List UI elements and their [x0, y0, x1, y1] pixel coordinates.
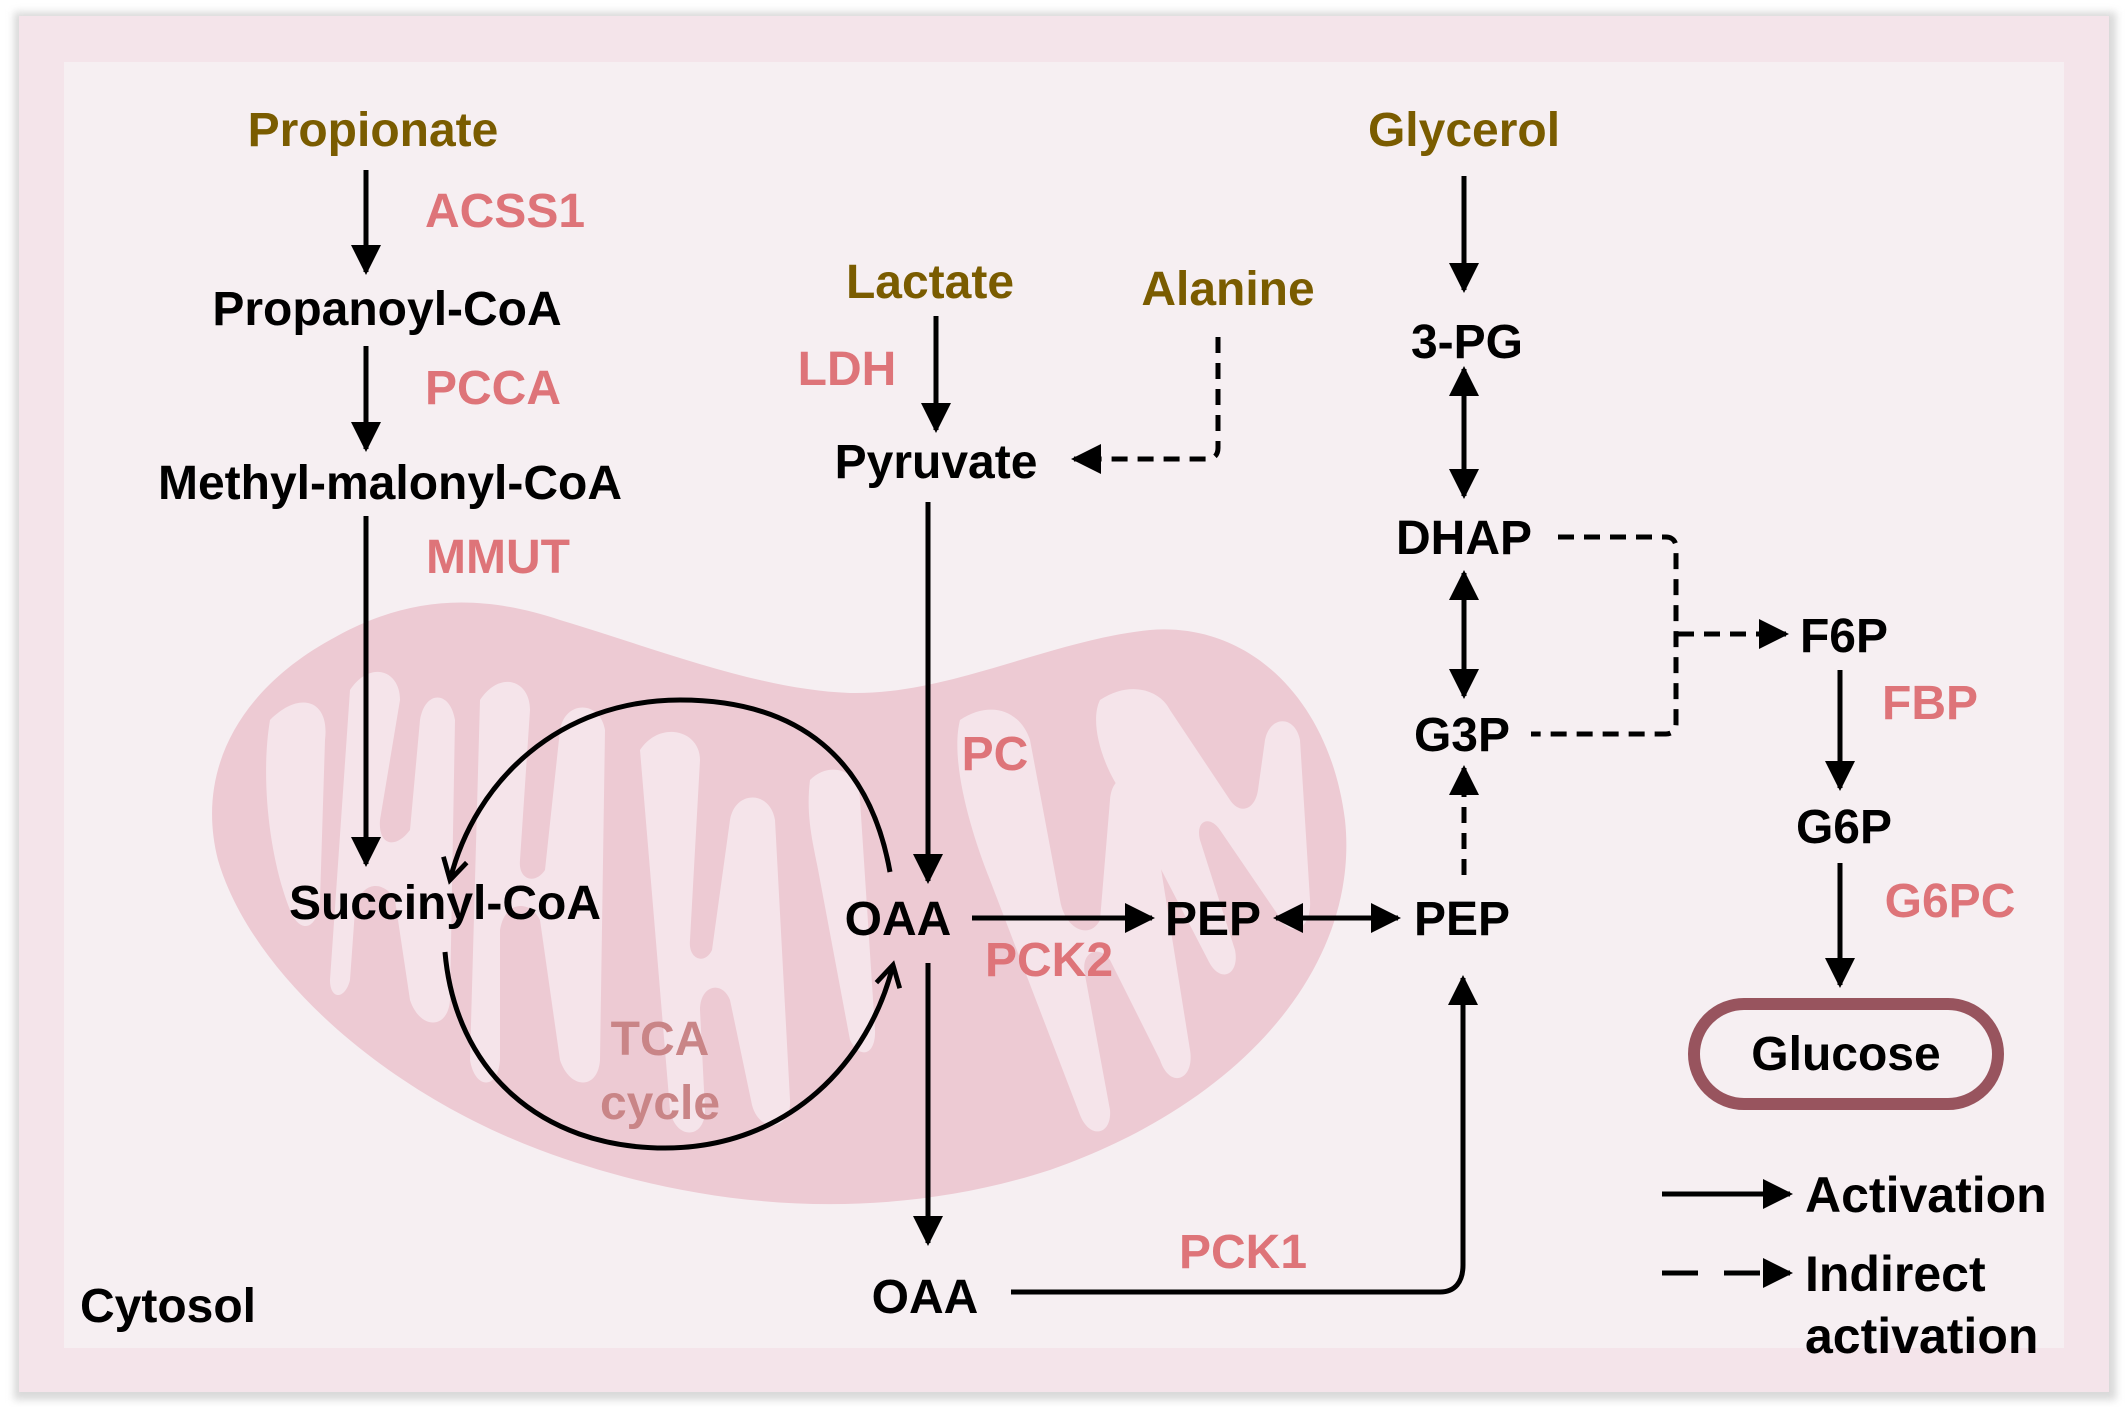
- metabolite-methylmalonyl-coa: Methyl-malonyl-CoA: [158, 457, 622, 510]
- legend: Activation Indirect activation: [1662, 1167, 2047, 1364]
- enzyme-pck2: PCK2: [985, 934, 1113, 987]
- crista: [1096, 689, 1311, 975]
- substrate-propionate: Propionate: [248, 104, 499, 157]
- tca-cycle-arrows: [441, 697, 903, 1151]
- tca-arrow-to-oaa: [442, 951, 903, 1151]
- bracket-dhap-g3p: [1531, 534, 1679, 737]
- metabolite-dhap: DHAP: [1396, 512, 1532, 565]
- tca-cycle-label-line2: cycle: [600, 1077, 720, 1130]
- glucose-container: [1688, 998, 2004, 1110]
- metabolite-f6p: F6P: [1800, 610, 1888, 663]
- metabolite-3pg: 3-PG: [1411, 316, 1523, 369]
- metabolite-pep-mitochondrial: PEP: [1165, 893, 1261, 946]
- legend-activation-label: Activation: [1805, 1167, 2047, 1223]
- metabolite-succinyl-coa: Succinyl-CoA: [289, 877, 601, 930]
- mitochondrion: [212, 602, 1347, 1205]
- crista: [808, 769, 876, 1053]
- crista: [330, 671, 455, 1023]
- metabolite-g3p: G3P: [1414, 709, 1510, 762]
- enzyme-fbp: FBP: [1882, 677, 1978, 730]
- crista: [640, 731, 791, 1133]
- tca-arrow-to-succinyl-coa: [441, 697, 893, 885]
- metabolite-pyruvate: Pyruvate: [835, 436, 1038, 489]
- enzyme-pck1: PCK1: [1179, 1226, 1307, 1279]
- cytosol-label: Cytosol: [80, 1280, 256, 1333]
- metabolite-glucose: Glucose: [1751, 1028, 1940, 1081]
- metabolite-oaa-cytosolic: OAA: [872, 1271, 979, 1324]
- crista: [266, 702, 326, 927]
- metabolite-oaa-mitochondrial: OAA: [845, 893, 952, 946]
- arrow-oaa-cyto-to-pep-cyto: [1011, 975, 1478, 1295]
- metabolite-propanoyl-coa: Propanoyl-CoA: [212, 283, 561, 336]
- activation-arrows: [351, 170, 1855, 1295]
- substrate-glycerol: Glycerol: [1368, 104, 1560, 157]
- enzyme-mmut: MMUT: [426, 531, 570, 584]
- metabolite-pep-cytosolic: PEP: [1414, 893, 1510, 946]
- crista: [957, 709, 1191, 1132]
- enzyme-pcca: PCCA: [425, 362, 561, 415]
- substrate-alanine: Alanine: [1141, 263, 1314, 316]
- tca-cycle-label-line1: TCA: [611, 1013, 710, 1066]
- legend-indirect-label-line1: Indirect: [1805, 1246, 1986, 1302]
- arrow-alanine-to-pyruvate: [1071, 337, 1221, 474]
- enzyme-ldh: LDH: [798, 343, 897, 396]
- substrate-lactate: Lactate: [846, 256, 1014, 309]
- mitochondrion-cristae: [266, 671, 1311, 1133]
- indirect-activation-arrows: [1071, 337, 1789, 875]
- legend-indirect-label-line2: activation: [1805, 1308, 2038, 1364]
- enzyme-g6pc: G6PC: [1885, 875, 2016, 928]
- metabolite-g6p: G6P: [1796, 801, 1892, 854]
- crista: [470, 681, 605, 1083]
- enzyme-acss1: ACSS1: [425, 185, 585, 238]
- enzyme-pc: PC: [962, 728, 1029, 781]
